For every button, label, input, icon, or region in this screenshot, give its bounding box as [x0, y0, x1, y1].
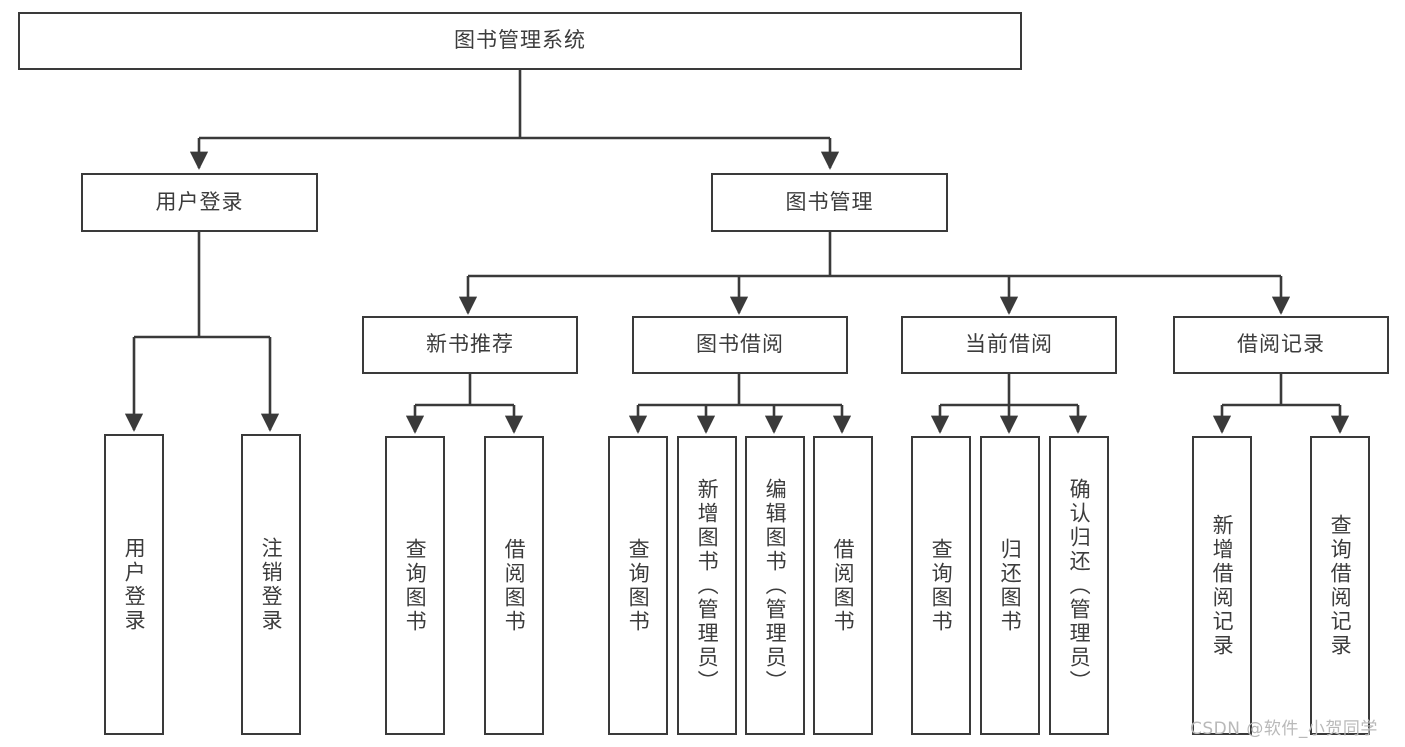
leaf-current-query-book[interactable]: 查询图书 [911, 436, 971, 735]
leaf-new-book-query-label: 查询图书 [403, 537, 428, 634]
leaf-borrow-add-book[interactable]: 新增图书（管理员） [677, 436, 737, 735]
leaf-borrow-query-book-label: 查询图书 [626, 537, 651, 634]
leaf-records-add-label: 新增借阅记录 [1210, 513, 1235, 658]
leaf-current-return-book[interactable]: 归还图书 [980, 436, 1040, 735]
node-current-borrow-label: 当前借阅 [965, 332, 1053, 357]
node-borrow-records[interactable]: 借阅记录 [1173, 316, 1389, 374]
leaf-records-query-label: 查询借阅记录 [1328, 513, 1353, 658]
leaf-current-query-book-label: 查询图书 [929, 537, 954, 634]
csdn-watermark: CSDN @软件_小贺同学 [1190, 719, 1378, 739]
leaf-borrow-query-book[interactable]: 查询图书 [608, 436, 668, 735]
leaf-records-add[interactable]: 新增借阅记录 [1192, 436, 1252, 735]
node-root[interactable]: 图书管理系统 [18, 12, 1022, 70]
leaf-user-logout-label: 注销登录 [259, 536, 284, 633]
leaf-borrow-add-book-label: 新增图书（管理员） [695, 477, 720, 694]
leaf-user-logout[interactable]: 注销登录 [241, 434, 301, 735]
node-user-login-label: 用户登录 [155, 189, 244, 214]
leaf-borrow-borrow-book[interactable]: 借阅图书 [813, 436, 873, 735]
leaf-new-book-borrow[interactable]: 借阅图书 [484, 436, 544, 735]
leaf-borrow-borrow-book-label: 借阅图书 [831, 537, 856, 634]
leaf-user-login-label: 用户登录 [122, 536, 147, 633]
leaf-borrow-edit-book-label: 编辑图书（管理员） [763, 477, 788, 694]
node-borrow-records-label: 借阅记录 [1237, 332, 1325, 357]
node-root-label: 图书管理系统 [454, 28, 586, 53]
node-book-management-label: 图书管理 [785, 189, 874, 214]
leaf-current-confirm-return-label: 确认归还（管理员） [1067, 477, 1092, 694]
leaf-records-query[interactable]: 查询借阅记录 [1310, 436, 1370, 735]
node-new-book-recommend[interactable]: 新书推荐 [362, 316, 578, 374]
node-book-management[interactable]: 图书管理 [711, 173, 948, 232]
leaf-current-confirm-return[interactable]: 确认归还（管理员） [1049, 436, 1109, 735]
node-new-book-recommend-label: 新书推荐 [426, 332, 514, 357]
leaf-borrow-edit-book[interactable]: 编辑图书（管理员） [745, 436, 805, 735]
leaf-new-book-query[interactable]: 查询图书 [385, 436, 445, 735]
leaf-user-login[interactable]: 用户登录 [104, 434, 164, 735]
node-user-login[interactable]: 用户登录 [81, 173, 318, 232]
leaf-current-return-book-label: 归还图书 [998, 537, 1023, 634]
leaf-new-book-borrow-label: 借阅图书 [502, 537, 527, 634]
node-book-borrow[interactable]: 图书借阅 [632, 316, 848, 374]
node-current-borrow[interactable]: 当前借阅 [901, 316, 1117, 374]
node-book-borrow-label: 图书借阅 [696, 332, 784, 357]
